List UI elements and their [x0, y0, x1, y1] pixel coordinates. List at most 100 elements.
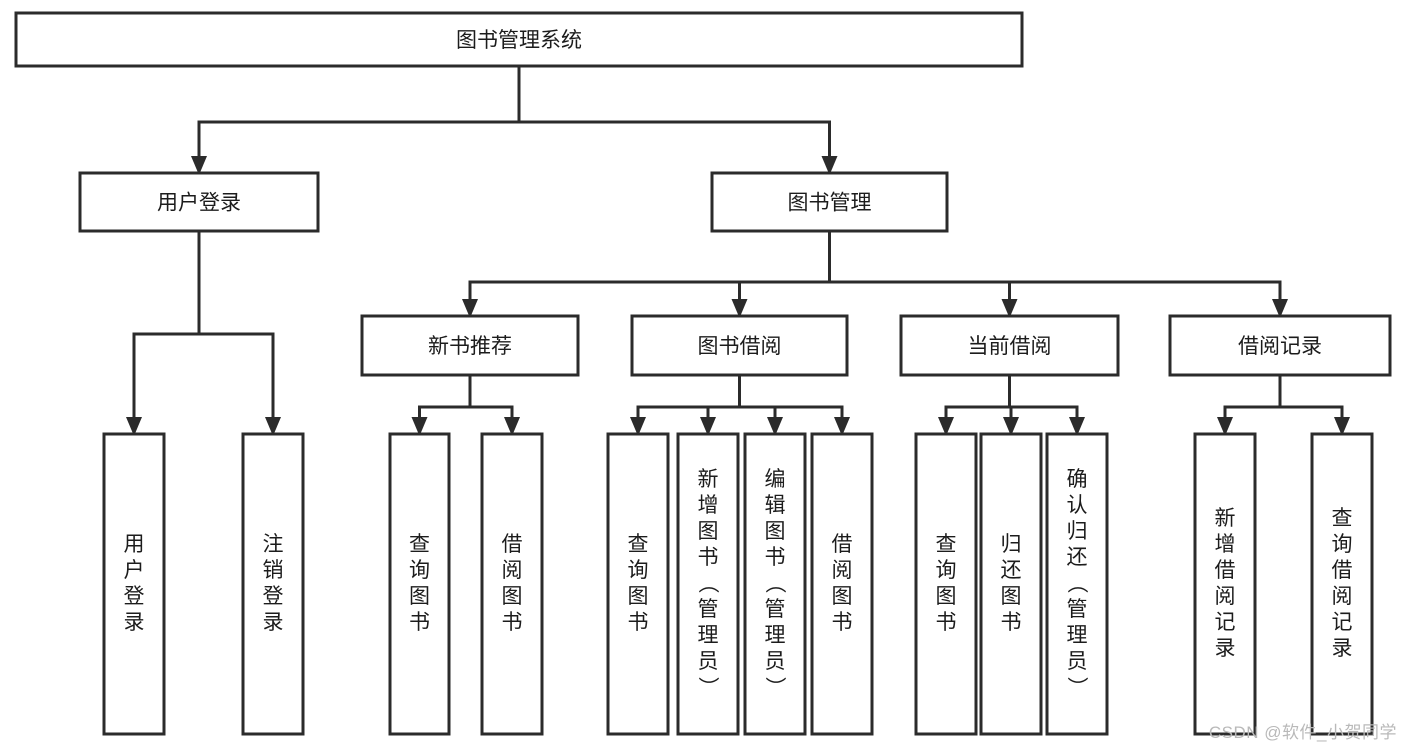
node-label-char: 录: [124, 611, 145, 634]
node-label: 新书推荐: [428, 335, 512, 358]
arrow-head-icon: [462, 299, 478, 318]
arrow-head-icon: [411, 417, 428, 436]
arrow-head-icon: [1272, 299, 1288, 318]
arrow-head-icon: [1334, 417, 1350, 436]
arrow-head-icon: [821, 156, 838, 175]
node-label: 图书管理系统: [456, 29, 582, 52]
node-label-char: 注: [263, 533, 284, 556]
node-label-char: 员: [698, 650, 719, 673]
node-label-char: 书: [936, 611, 957, 634]
node-label: 用户登录: [157, 192, 241, 215]
node-label-char: 新: [1215, 507, 1236, 530]
node-label-char: 查: [628, 533, 649, 556]
node-label-char: 增: [1215, 533, 1236, 556]
node-label-char: 书: [628, 611, 649, 634]
node-box: [630, 314, 849, 377]
node-label-char: （: [696, 573, 719, 594]
node-label-char: 询: [628, 559, 649, 582]
node-label: 当前借阅: [968, 335, 1052, 358]
node-label-char: 图: [502, 585, 523, 608]
node-label-char: 归: [1001, 533, 1022, 556]
diagram-node-l1_0[interactable]: 用户登录: [78, 171, 320, 233]
node-label: 图书借阅: [698, 335, 782, 358]
node-label-char: 销: [263, 559, 284, 582]
diagram-node-l2_1[interactable]: 图书借阅: [630, 314, 849, 377]
node-label-char: ）: [696, 677, 719, 698]
arrow-head-icon: [1001, 299, 1018, 318]
node-box: [606, 432, 670, 736]
node-label-char: 书: [409, 611, 430, 634]
node-label-char: 认: [1067, 494, 1088, 517]
arrow-head-icon: [1217, 417, 1233, 436]
node-box: [102, 432, 166, 736]
node-label-char: 登: [263, 585, 284, 608]
node-label-char: 归: [1067, 520, 1088, 543]
node-label-char: 录: [263, 611, 284, 634]
arrow-head-icon: [938, 417, 954, 436]
node-label-char: 户: [124, 559, 145, 582]
node-box: [1045, 432, 1109, 736]
node-box: [1310, 432, 1374, 736]
node-label-char: （: [763, 573, 786, 594]
node-label-char: 书: [765, 546, 786, 569]
node-box: [78, 171, 320, 233]
node-label-char: 借: [1332, 559, 1353, 582]
node-box: [914, 432, 978, 736]
node-box: [743, 432, 807, 736]
node-label-char: 管: [1067, 598, 1088, 621]
arrow-head-icon: [265, 417, 281, 436]
node-box: [1168, 314, 1392, 377]
node-label-char: ）: [1065, 677, 1088, 698]
arrow-head-icon: [700, 417, 716, 436]
node-label-char: （: [1065, 573, 1088, 594]
node-label-char: 确: [1067, 468, 1088, 491]
node-box: [241, 432, 305, 736]
node-label-char: 还: [1001, 559, 1022, 582]
watermark-text: CSDN @软件_小贺同学: [1208, 723, 1397, 742]
arrow-head-icon: [191, 156, 207, 175]
node-label-char: 阅: [502, 559, 523, 582]
node-label-char: 图: [1001, 585, 1022, 608]
node-label-char: 借: [832, 533, 853, 556]
diagram-node-root[interactable]: 图书管理系统: [14, 11, 1024, 68]
node-label-char: 登: [124, 585, 145, 608]
node-label-char: 阅: [832, 559, 853, 582]
node-label-char: 记: [1215, 611, 1236, 634]
node-box: [979, 432, 1043, 736]
node-label: 图书管理: [788, 192, 872, 215]
node-label-char: 询: [1332, 533, 1353, 556]
diagram-node-leaf_0[interactable]: 用户登录: [102, 432, 166, 736]
node-box: [810, 432, 874, 736]
arrow-head-icon: [1069, 417, 1085, 436]
node-label-char: 还: [1067, 546, 1088, 569]
diagram-node-l2_3[interactable]: 借阅记录: [1168, 314, 1392, 377]
node-label-char: 录: [1215, 637, 1236, 660]
node-box: [480, 432, 544, 736]
node-label-char: 员: [1067, 650, 1088, 673]
diagram-node-l2_2[interactable]: 当前借阅: [899, 314, 1120, 377]
node-label-char: 图: [409, 585, 430, 608]
node-box: [1193, 432, 1257, 736]
diagram-node-l1_1[interactable]: 图书管理: [710, 171, 949, 233]
diagram-node-l2_0[interactable]: 新书推荐: [360, 314, 580, 377]
node-label-char: 图: [765, 520, 786, 543]
node-label-char: 辑: [765, 494, 786, 517]
node-label-char: 增: [698, 494, 719, 517]
node-label-char: 理: [1067, 624, 1088, 647]
node-label-char: 询: [936, 559, 957, 582]
node-label-char: 理: [698, 624, 719, 647]
